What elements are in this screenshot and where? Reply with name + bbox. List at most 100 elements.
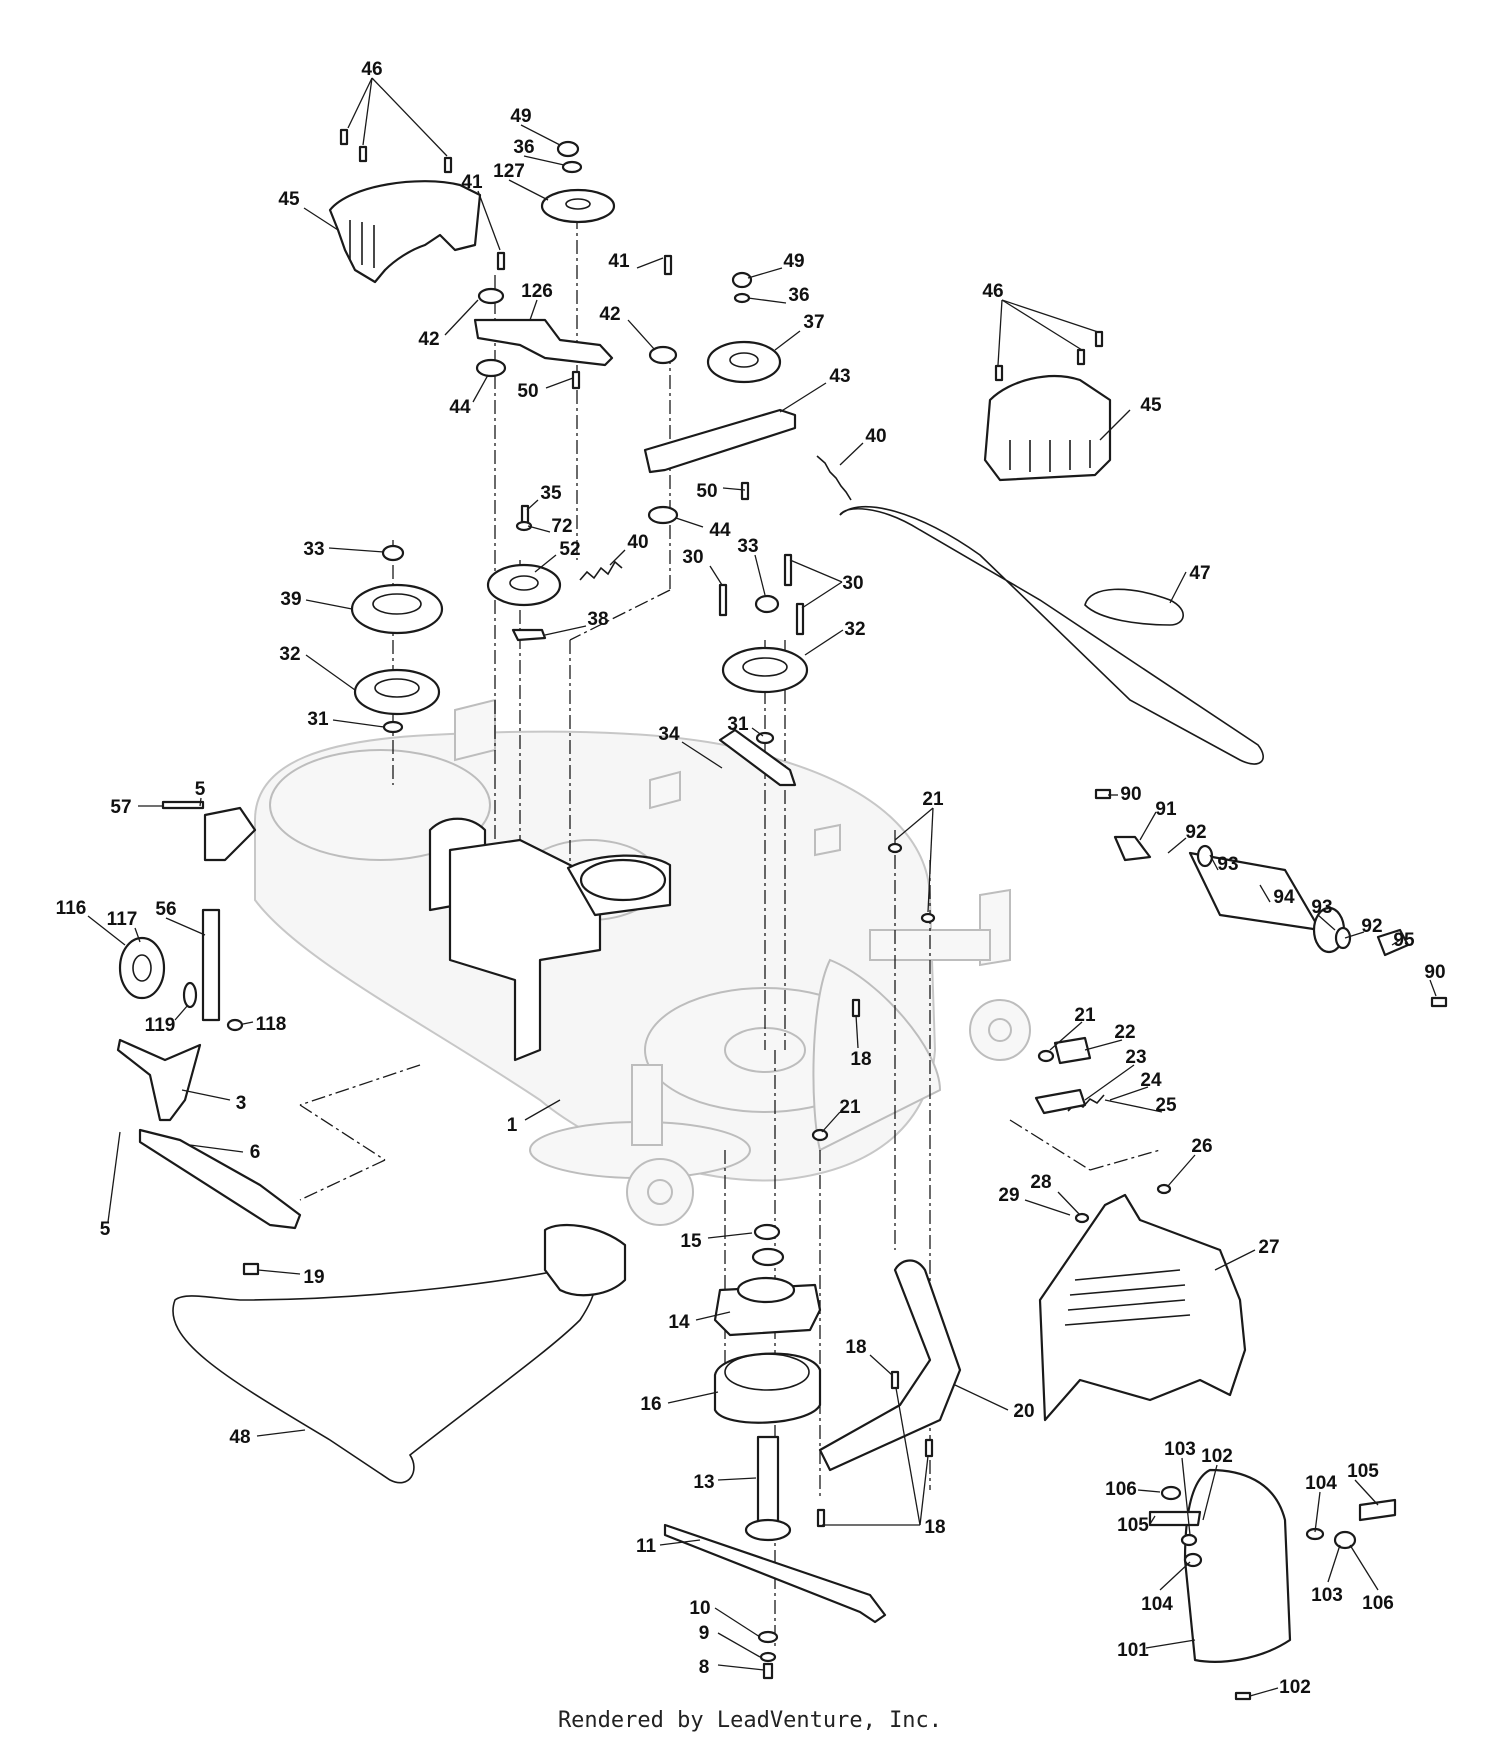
part-callout-42: 42 — [599, 304, 620, 325]
part-callout-119: 119 — [145, 1015, 176, 1036]
part-callout-117: 117 — [107, 909, 138, 930]
part-callout-47: 47 — [1189, 563, 1210, 584]
part-callout-21: 21 — [839, 1097, 861, 1118]
part-callout-95: 95 — [1393, 930, 1415, 951]
part-callout-45: 45 — [1140, 395, 1162, 416]
pulleys — [350, 188, 809, 716]
part-callout-22: 22 — [1114, 1022, 1135, 1043]
part-callout-41: 41 — [608, 251, 630, 272]
part-callout-52: 52 — [559, 539, 580, 560]
part-callout-15: 15 — [680, 1231, 702, 1252]
part-callout-50: 50 — [696, 481, 717, 502]
part-callout-92: 92 — [1361, 916, 1382, 937]
part-callout-18: 18 — [845, 1337, 866, 1358]
part-callout-50: 50 — [517, 381, 538, 402]
part-callout-104: 104 — [1305, 1473, 1337, 1494]
render-credit: Rendered by LeadVenture, Inc. — [557, 1708, 943, 1733]
part-callout-28: 28 — [1030, 1172, 1051, 1193]
part-callout-5: 5 — [195, 779, 206, 800]
gauge-wheel-parts — [116, 800, 302, 1230]
part-callout-30: 30 — [682, 547, 703, 568]
part-callout-94: 94 — [1273, 887, 1295, 908]
part-callout-21: 21 — [1074, 1005, 1096, 1026]
part-callout-46: 46 — [361, 59, 382, 80]
assembly-center-lines — [299, 215, 1161, 1650]
part-callout-33: 33 — [303, 539, 324, 560]
part-callout-10: 10 — [689, 1598, 710, 1619]
part-callout-93: 93 — [1311, 897, 1332, 918]
part-callout-14: 14 — [668, 1312, 690, 1333]
part-callout-13: 13 — [693, 1472, 714, 1493]
part-callout-20: 20 — [1013, 1401, 1034, 1422]
part-callout-49: 49 — [783, 251, 804, 272]
part-callout-24: 24 — [1140, 1070, 1162, 1091]
part-callout-21: 21 — [922, 789, 944, 810]
spindle-assembly — [663, 1247, 887, 1624]
part-callout-126: 126 — [521, 281, 553, 302]
part-callout-103: 103 — [1164, 1439, 1196, 1460]
part-callout-49: 49 — [510, 106, 531, 127]
part-callout-72: 72 — [551, 516, 572, 537]
part-callout-102: 102 — [1279, 1677, 1311, 1698]
part-callout-102: 102 — [1201, 1446, 1233, 1467]
discharge-chute-parts — [818, 835, 1410, 1663]
part-callout-39: 39 — [280, 589, 301, 610]
part-callout-40: 40 — [865, 426, 886, 447]
part-callout-48: 48 — [229, 1427, 250, 1448]
part-callout-27: 27 — [1258, 1237, 1279, 1258]
hardware — [242, 128, 1448, 1701]
belt-cover-left — [328, 180, 482, 284]
belt-cover-right — [983, 374, 1112, 482]
part-callout-3: 3 — [236, 1093, 247, 1114]
part-callout-44: 44 — [449, 397, 471, 418]
part-callout-5: 5 — [100, 1219, 111, 1240]
part-callout-18: 18 — [850, 1049, 871, 1070]
part-callout-91: 91 — [1155, 799, 1177, 820]
part-callout-46: 46 — [982, 281, 1003, 302]
part-callout-33: 33 — [737, 536, 758, 557]
part-callout-103: 103 — [1311, 1585, 1343, 1606]
belts — [172, 505, 1264, 1484]
part-callout-35: 35 — [540, 483, 562, 504]
part-callout-31: 31 — [307, 709, 329, 730]
part-callout-30: 30 — [842, 573, 863, 594]
part-callout-25: 25 — [1155, 1095, 1177, 1116]
idler-brackets — [428, 318, 797, 1062]
mower-deck — [254, 698, 1031, 1226]
part-callout-11: 11 — [636, 1536, 657, 1557]
part-callout-106: 106 — [1105, 1479, 1137, 1500]
part-callout-32: 32 — [279, 644, 300, 665]
leader-lines — [87, 77, 1437, 1697]
part-callout-104: 104 — [1141, 1594, 1173, 1615]
part-callout-101: 101 — [1117, 1640, 1149, 1661]
part-callout-45: 45 — [278, 189, 300, 210]
part-callout-106: 106 — [1362, 1593, 1394, 1614]
part-callout-32: 32 — [844, 619, 865, 640]
part-callout-127: 127 — [493, 161, 525, 182]
part-callout-26: 26 — [1191, 1136, 1212, 1157]
part-callout-90: 90 — [1120, 784, 1141, 805]
part-callout-42: 42 — [418, 329, 439, 350]
part-callout-56: 56 — [155, 899, 176, 920]
part-callout-23: 23 — [1125, 1047, 1146, 1068]
part-callout-29: 29 — [998, 1185, 1019, 1206]
part-callout-31: 31 — [727, 714, 749, 735]
part-callout-118: 118 — [256, 1014, 287, 1035]
part-callout-8: 8 — [699, 1657, 710, 1678]
part-callout-1: 1 — [507, 1115, 518, 1136]
part-callout-57: 57 — [110, 797, 131, 818]
part-callout-36: 36 — [788, 285, 809, 306]
part-callout-116: 116 — [56, 898, 87, 919]
part-callout-105: 105 — [1117, 1515, 1149, 1536]
part-callout-36: 36 — [513, 137, 534, 158]
part-callout-18: 18 — [924, 1517, 945, 1538]
part-callout-37: 37 — [803, 312, 824, 333]
part-callout-16: 16 — [640, 1394, 661, 1415]
part-callout-90: 90 — [1424, 962, 1445, 983]
part-callout-41: 41 — [461, 172, 483, 193]
part-callout-40: 40 — [627, 532, 648, 553]
part-callout-93: 93 — [1217, 854, 1238, 875]
part-callout-6: 6 — [250, 1142, 261, 1163]
